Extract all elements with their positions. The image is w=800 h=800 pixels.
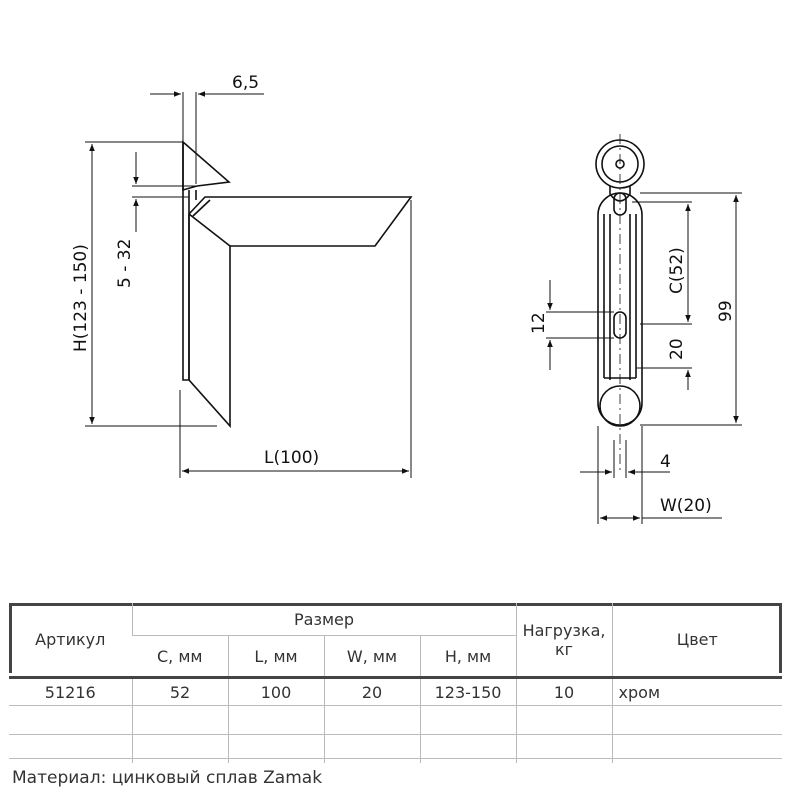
front-view [595, 134, 645, 470]
cell-w: 20 [323, 676, 420, 706]
front-dimensions [546, 192, 742, 524]
header-load: Нагрузка, кг [515, 603, 613, 678]
dim-w-label: W(20) [660, 496, 712, 516]
dim-slot-label: 5 - 32 [115, 239, 135, 288]
dim-4-label: 4 [660, 452, 671, 472]
header-c: C, мм [132, 635, 228, 678]
bracket-plate [182, 142, 190, 381]
header-l: L, мм [227, 635, 324, 678]
material-note: Материал: цинковый сплав Zamak [12, 768, 323, 788]
table-row: 51216 52 100 20 123-150 10 хром [9, 676, 783, 706]
bracket-arm [188, 196, 413, 429]
header-size: Размер [131, 603, 517, 636]
dim-top-label: 6,5 [232, 73, 259, 93]
spec-table: Артикул Размер Нагрузка, кг Цвет C, мм L… [9, 603, 783, 763]
header-article: Артикул [35, 630, 106, 649]
header-w: W, мм [323, 635, 420, 678]
dim-c-label: C(52) [667, 247, 687, 294]
table-bottom-rule [9, 758, 782, 759]
header-color: Цвет [611, 603, 783, 678]
header-h: H, мм [419, 635, 517, 678]
cell-load: 10 [515, 676, 613, 706]
side-view [182, 140, 413, 429]
dim-length-label: L(100) [264, 448, 319, 468]
dim-height-label: H(123 - 150) [71, 244, 91, 352]
table-row-empty [9, 705, 783, 735]
technical-drawing: 6,5 5 - 32 H(123 - 150) L(100) [71, 73, 742, 524]
cell-l: 100 [227, 676, 324, 706]
cell-article: 51216 [9, 676, 132, 706]
cell-h: 123-150 [419, 676, 517, 706]
side-dimensions [85, 91, 412, 478]
dim-20-label: 20 [667, 338, 687, 360]
cell-c: 52 [131, 676, 228, 706]
dim-99-label: 99 [716, 300, 736, 322]
dim-12-label: 12 [529, 312, 549, 334]
bottom-ring [599, 385, 641, 427]
bracket-tab [182, 140, 231, 192]
cell-color: хром [611, 676, 783, 706]
